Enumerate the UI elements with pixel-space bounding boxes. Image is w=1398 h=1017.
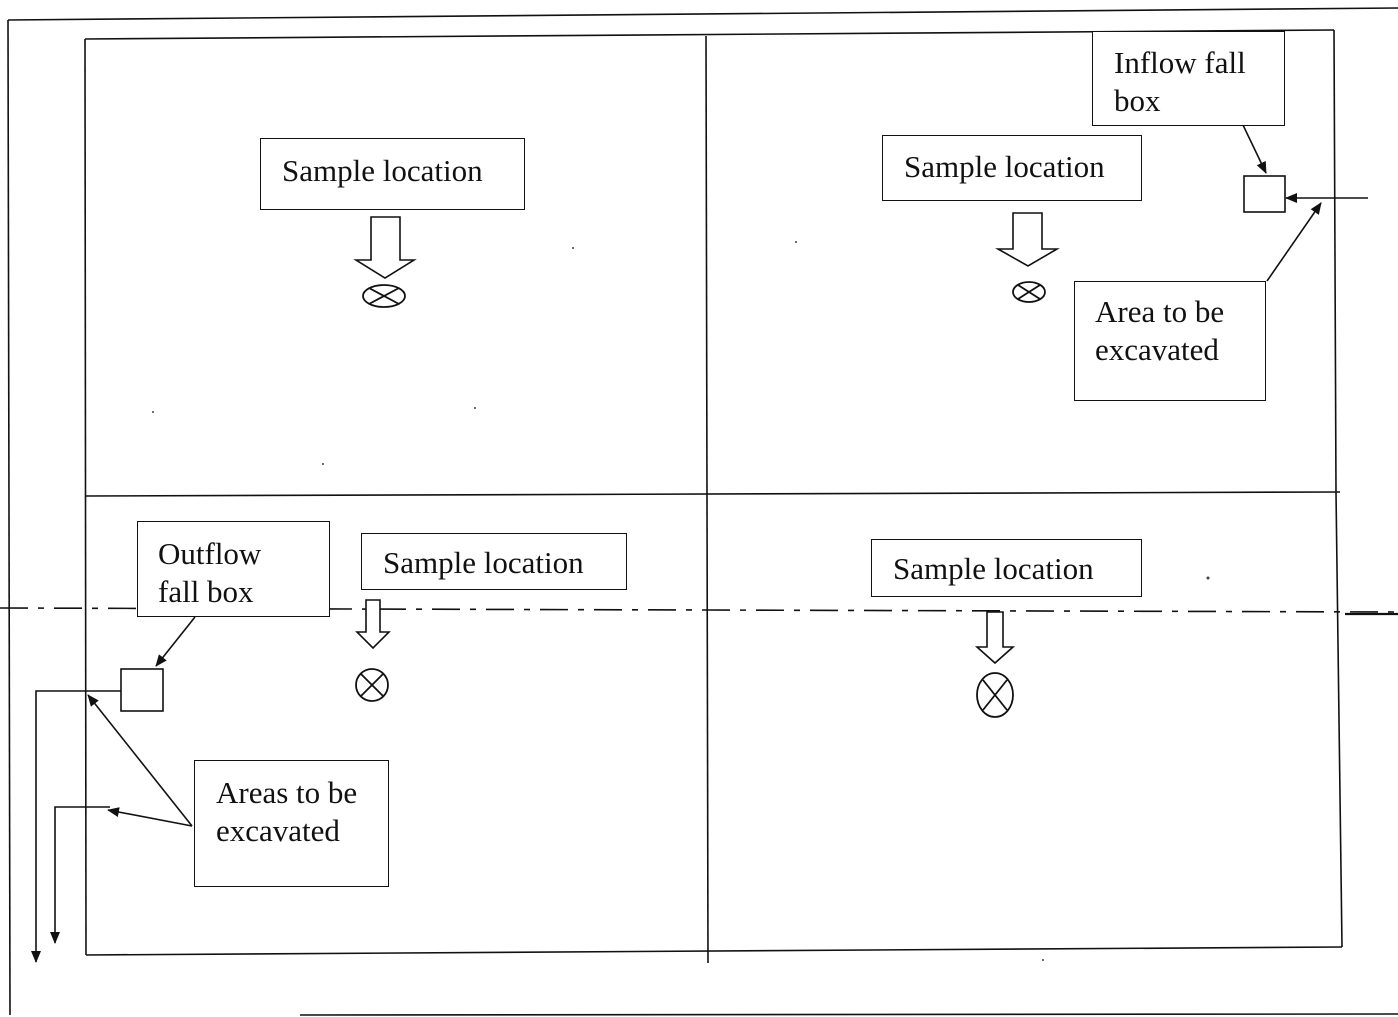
hollow-down-arrow-icon <box>994 212 1060 267</box>
areas-excavated-leader-arrow-2 <box>107 807 193 827</box>
label-text: Sample location <box>383 545 584 580</box>
circled-x-icon <box>1012 281 1046 303</box>
circled-x-icon <box>355 668 389 702</box>
area-excavated-leader-arrow <box>1266 202 1322 282</box>
label-line-1: Areas to be <box>216 775 358 810</box>
label-line-1: Inflow fall <box>1114 45 1246 80</box>
sample-pointers <box>353 212 1060 665</box>
inflow-fall-box-square <box>1243 175 1286 213</box>
label-line-2: fall box <box>158 574 254 609</box>
hollow-down-arrow-icon <box>974 611 1016 665</box>
sample-location-label-top-right: Sample location <box>882 135 1142 201</box>
hollow-down-arrow-icon <box>353 216 417 279</box>
circled-x-icon <box>976 672 1014 718</box>
sample-location-label-bottom-right: Sample location <box>871 539 1142 597</box>
areas-excavated-leader-arrow-1 <box>87 694 193 827</box>
scan-specks <box>152 241 1210 961</box>
sample-markers <box>355 281 1046 718</box>
leader-arrows <box>87 124 1322 827</box>
label-line-2: excavated <box>216 813 340 848</box>
label-text: Sample location <box>893 551 1094 586</box>
sample-location-label-top-left: Sample location <box>260 138 525 210</box>
areas-to-be-excavated-label: Areas to be excavated <box>194 760 389 887</box>
label-line-2: box <box>1114 83 1161 118</box>
area-to-be-excavated-label: Area to be excavated <box>1074 281 1266 401</box>
outflow-fall-box-label: Outflow fall box <box>137 521 330 617</box>
label-text: Sample location <box>282 153 483 188</box>
inflow-leader-arrow <box>1242 124 1267 174</box>
outflow-pipes <box>31 690 121 963</box>
outer-frame <box>7 7 1398 1016</box>
outflow-fall-box-square <box>120 668 164 712</box>
label-text: Sample location <box>904 149 1105 184</box>
inflow-fall-box-label: Inflow fall box <box>1092 31 1285 126</box>
label-line-1: Outflow <box>158 536 262 571</box>
label-line-1: Area to be <box>1095 294 1225 329</box>
circled-x-icon <box>362 284 406 308</box>
sample-location-label-bottom-left: Sample location <box>361 533 627 590</box>
hollow-down-arrow-icon <box>355 599 391 650</box>
outflow-leader-arrow <box>155 616 196 667</box>
label-line-2: excavated <box>1095 332 1219 367</box>
